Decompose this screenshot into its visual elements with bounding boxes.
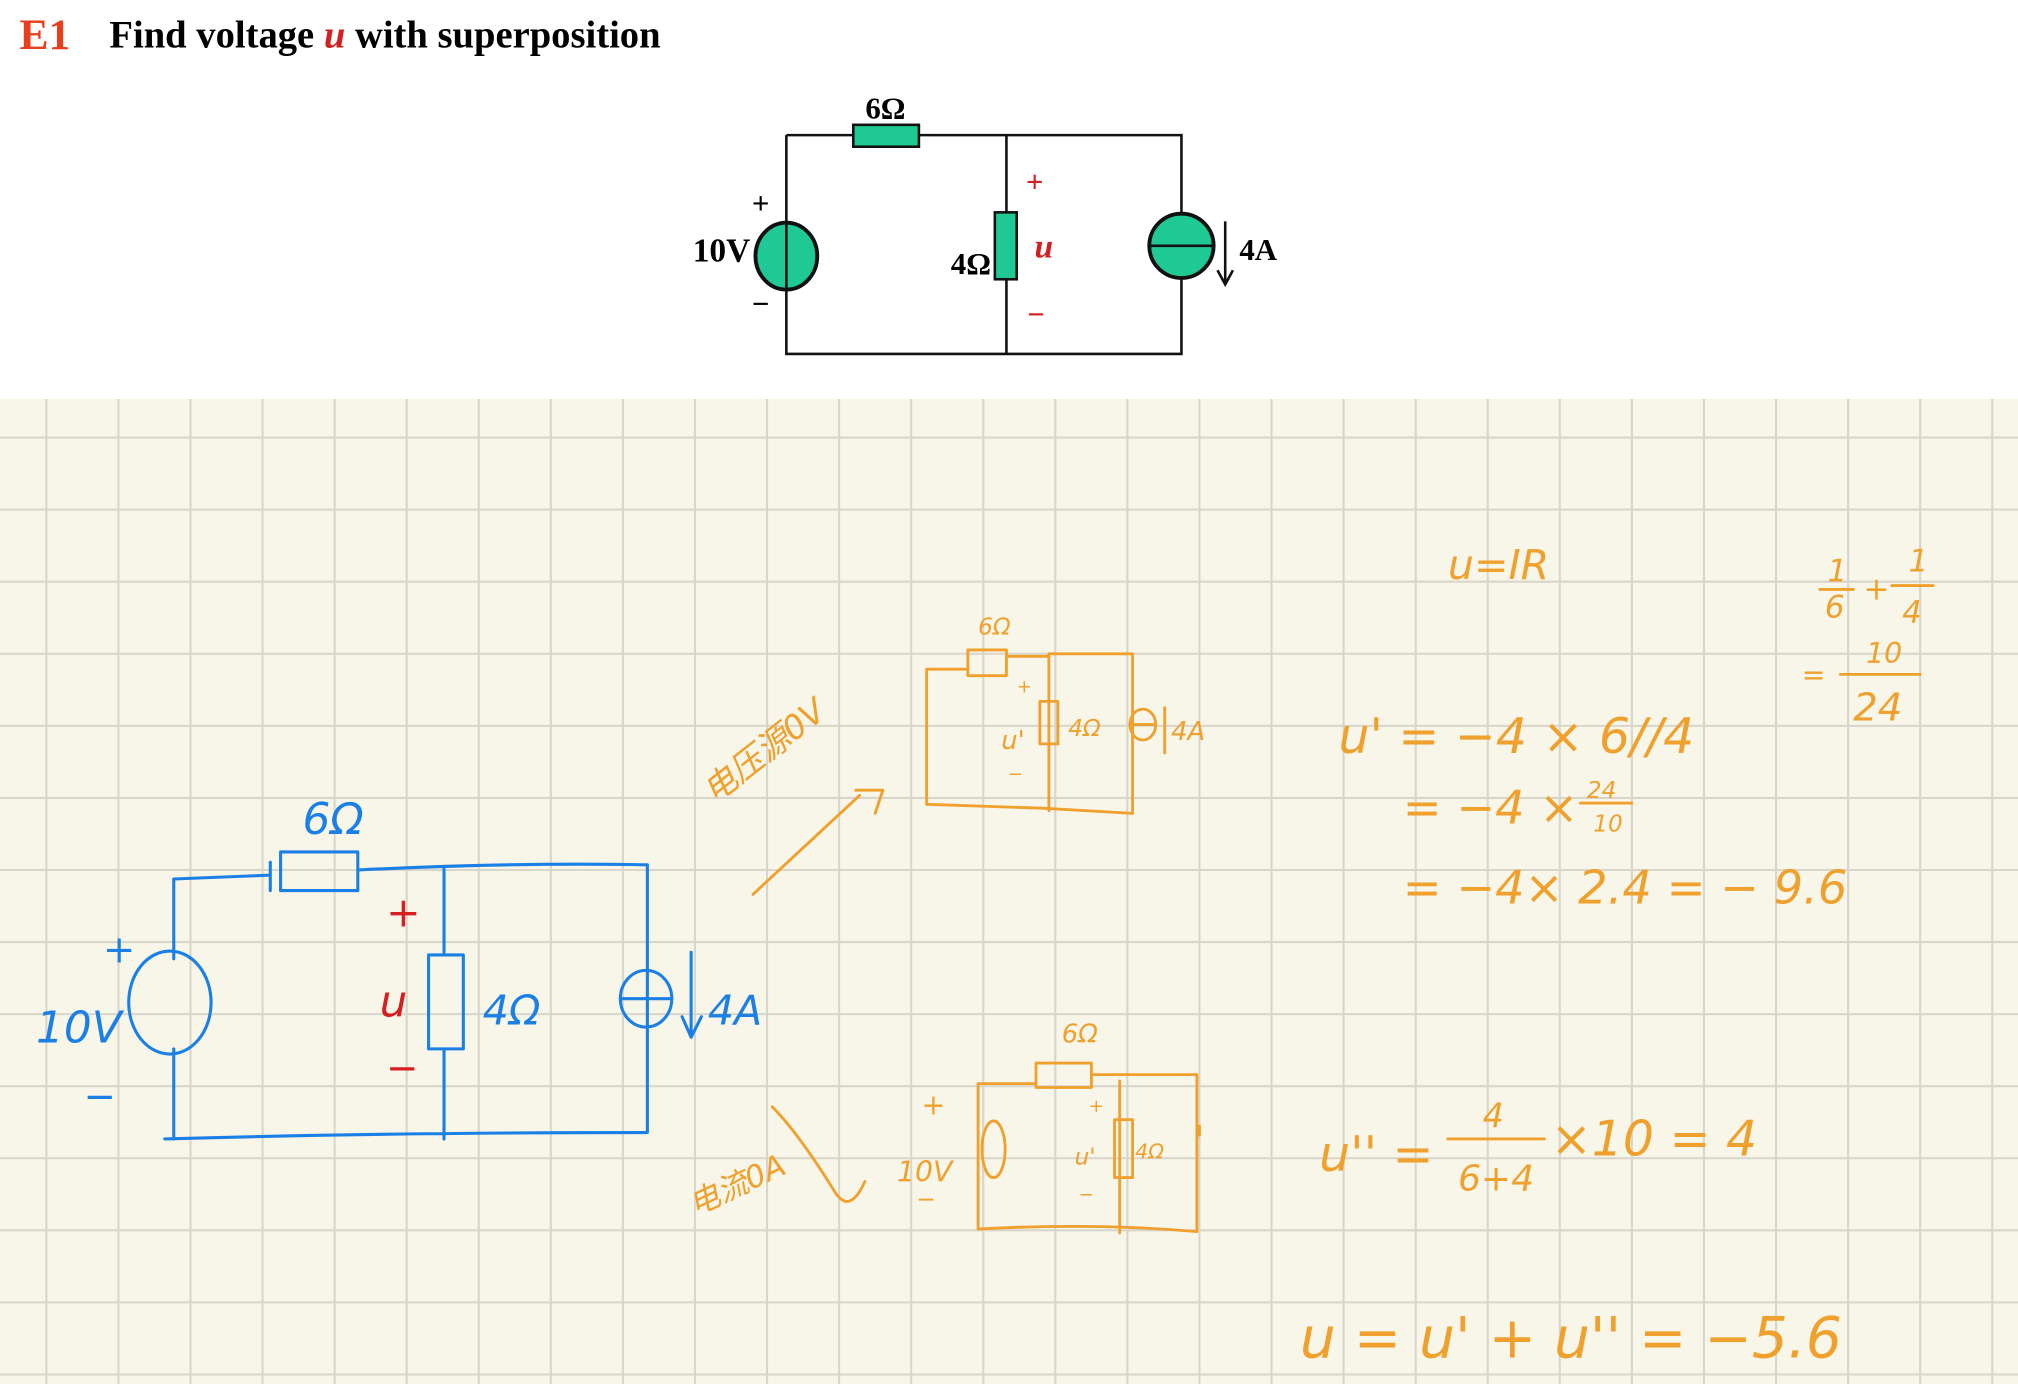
eq-u1-line2: = −4 × (1403, 781, 1578, 835)
eq-u1-frac-num: 24 (1587, 778, 1616, 804)
eq-u2-rhs: ×10 = 4 (1551, 1111, 1757, 1168)
case2-r2-label: 4Ω (1135, 1139, 1164, 1163)
case2-resistor (1113, 1118, 1134, 1179)
eq-u2-lhs: u'' = (1319, 1126, 1433, 1183)
blue-r1-label: 6Ω (302, 794, 363, 845)
eq-ohm: u=IR (1448, 541, 1549, 589)
page-title: Find voltage u with superposition (109, 15, 660, 57)
case2-u-label: u' (1075, 1145, 1096, 1171)
u-label: u (1034, 228, 1053, 265)
case2-vs-label: 10V (897, 1155, 954, 1188)
example-label: E1 (19, 11, 70, 59)
blue-is-label: 4A (708, 986, 762, 1034)
case1-plus: + (1017, 676, 1032, 697)
blue-plus: + (103, 928, 135, 973)
eq-p2-den: 4 (1902, 595, 1922, 631)
case2-vs-plus: + (921, 1089, 945, 1122)
case1-arrow-icon (1128, 706, 1167, 755)
resistor-6ohm-label: 6Ω (865, 90, 905, 125)
title-variable: u (324, 15, 345, 57)
eq-p1-den: 6 (1825, 590, 1845, 626)
red-u: u (380, 977, 408, 1028)
eq-p-num: 10 (1866, 637, 1902, 670)
eq-final: u = u' + u'' = −5.6 (1300, 1306, 1842, 1372)
case2-voltage-source-icon (980, 1119, 1007, 1179)
u-minus: − (1027, 296, 1045, 331)
case1-resistor (1038, 699, 1060, 746)
red-plus: + (386, 889, 421, 937)
voltage-source-label: 10V (693, 232, 751, 269)
hand-drawn-circuit: + 10V − 6Ω + u − 4Ω 4A (36, 794, 762, 1141)
equations: u=IR u' = −4 × 6//4 = −4 × 24 10 = −4× 2… (1300, 541, 1935, 1372)
resistor-4ohm-label: 4Ω (951, 246, 991, 281)
blue-minus: − (84, 1074, 116, 1119)
vs-minus: − (752, 286, 770, 321)
eq-u2-num: 4 (1483, 1096, 1504, 1135)
case1-r1-label: 6Ω (978, 614, 1011, 640)
red-minus: − (386, 1046, 418, 1091)
eq-p-equals: = (1802, 659, 1826, 692)
blue-r2-label: 4Ω (483, 986, 541, 1034)
arrow-down-icon (1216, 221, 1235, 288)
case2-u-plus: + (1089, 1096, 1104, 1117)
blue-voltage-source-icon (127, 949, 213, 1056)
eq-u2-den: 6+4 (1458, 1158, 1534, 1199)
case1-r2-label: 4Ω (1068, 716, 1101, 742)
vs-plus: + (752, 186, 770, 221)
case1-wires (925, 648, 1134, 815)
u-plus: + (1026, 164, 1044, 199)
case1-minus: − (1008, 764, 1023, 785)
case1-u-label: u' (1001, 726, 1024, 756)
case1-is-label: 4A (1171, 717, 1205, 747)
eq-p-den: 24 (1853, 686, 1902, 731)
case1-arrow (751, 788, 885, 896)
case2-wires (976, 1061, 1201, 1235)
case2-vs-minus: − (916, 1187, 935, 1213)
title-text: Find voltage (109, 15, 323, 57)
case2-arrow (770, 1105, 867, 1203)
eq-u1-line3: = −4× 2.4 = − 9.6 (1403, 860, 1848, 914)
eq-plus: + (1864, 572, 1890, 608)
current-source-label: 4A (1239, 232, 1277, 267)
resistor-6ohm (851, 123, 921, 149)
eq-u1-line1: u' = −4 × 6//4 (1338, 708, 1694, 765)
blue-circuit-wires (163, 850, 649, 1141)
resistor-4ohm (993, 211, 1019, 281)
case2-u-minus: − (1078, 1185, 1093, 1206)
eq-p2-num: 1 (1909, 543, 1929, 579)
grid-lines (0, 398, 2018, 1384)
eq-u1-frac-den: 10 (1593, 811, 1622, 837)
title-text-end: with superposition (345, 15, 660, 57)
printed-circuit: 6Ω + 10V − 4Ω + u − 4A (693, 90, 1278, 356)
blue-arrow-icon (618, 950, 703, 1039)
eq-p1-num: 1 (1828, 554, 1848, 590)
case2-r1-label: 6Ω (1062, 1019, 1098, 1049)
blue-vs-label: 10V (36, 1002, 125, 1053)
circuit-wires (785, 133, 1183, 356)
